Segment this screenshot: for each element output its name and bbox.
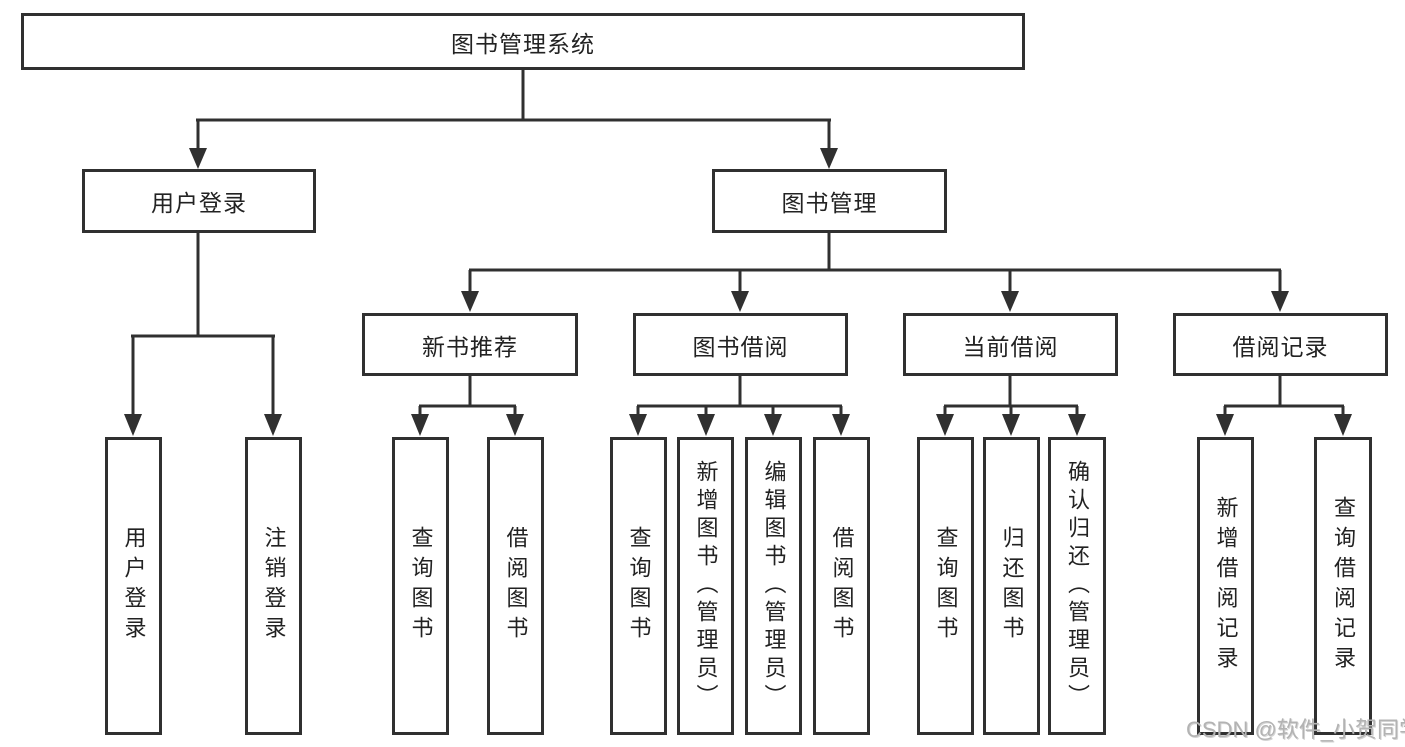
leaf-borrow-borrow-books-label: 借阅图书 xyxy=(829,526,855,646)
leaf-borrow-borrow-books: 借阅图书 xyxy=(813,437,870,735)
leaf-newbook-borrow-books: 借阅图书 xyxy=(487,437,544,735)
leaf-current-query-books-label: 查询图书 xyxy=(933,526,959,646)
leaf-borrow-add-books-admin-label: 新增图书（管理员） xyxy=(693,460,719,712)
node-root: 图书管理系统 xyxy=(21,13,1025,70)
node-book-management-label: 图书管理 xyxy=(781,190,878,216)
node-new-book-recommend: 新书推荐 xyxy=(362,313,578,376)
leaf-records-query-record: 查询借阅记录 xyxy=(1314,437,1372,735)
leaf-current-confirm-return-admin: 确认归还（管理员） xyxy=(1048,437,1106,735)
leaf-borrow-edit-books-admin: 编辑图书（管理员） xyxy=(745,437,802,735)
leaf-borrow-query-books: 查询图书 xyxy=(610,437,667,735)
leaf-logout: 注销登录 xyxy=(245,437,302,735)
node-user-login-label: 用户登录 xyxy=(151,190,247,216)
leaf-current-query-books: 查询图书 xyxy=(917,437,974,735)
leaf-user-login: 用户登录 xyxy=(105,437,162,735)
node-book-management: 图书管理 xyxy=(712,169,947,233)
leaf-logout-label: 注销登录 xyxy=(261,526,287,646)
node-borrow-records: 借阅记录 xyxy=(1173,313,1388,376)
node-user-login: 用户登录 xyxy=(82,169,316,233)
node-current-borrow: 当前借阅 xyxy=(903,313,1118,376)
leaf-borrow-query-books-label: 查询图书 xyxy=(626,526,652,646)
leaf-newbook-query-books: 查询图书 xyxy=(392,437,449,735)
leaf-current-confirm-return-admin-label: 确认归还（管理员） xyxy=(1065,460,1090,712)
leaf-newbook-query-books-label: 查询图书 xyxy=(408,526,434,646)
leaf-records-add-record: 新增借阅记录 xyxy=(1197,437,1254,735)
node-current-borrow-label: 当前借阅 xyxy=(962,333,1059,360)
node-book-borrow-label: 图书借阅 xyxy=(692,333,789,360)
node-new-book-recommend-label: 新书推荐 xyxy=(422,333,518,360)
node-book-borrow: 图书借阅 xyxy=(633,313,848,376)
leaf-records-add-record-label: 新增借阅记录 xyxy=(1213,496,1239,676)
leaf-records-query-record-label: 查询借阅记录 xyxy=(1331,496,1356,676)
leaf-user-login-label: 用户登录 xyxy=(121,526,147,646)
leaf-current-return-books-label: 归还图书 xyxy=(999,526,1025,646)
leaf-borrow-edit-books-admin-label: 编辑图书（管理员） xyxy=(761,460,787,712)
node-root-label: 图书管理系统 xyxy=(451,30,595,57)
csdn-watermark: CSDN @软件_小贺同学 xyxy=(1186,717,1405,742)
node-borrow-records-label: 借阅记录 xyxy=(1232,333,1329,360)
leaf-newbook-borrow-books-label: 借阅图书 xyxy=(503,526,529,646)
leaf-borrow-add-books-admin: 新增图书（管理员） xyxy=(677,437,734,735)
leaf-current-return-books: 归还图书 xyxy=(983,437,1040,735)
